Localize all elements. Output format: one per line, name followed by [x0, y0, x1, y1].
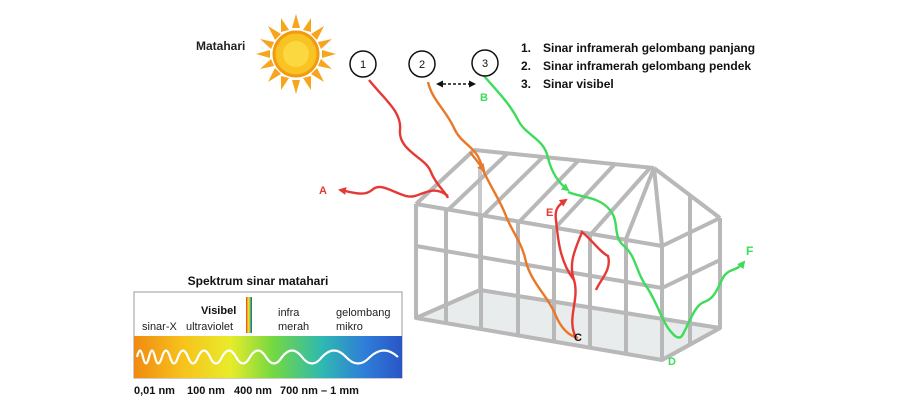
- svg-text:2: 2: [419, 59, 425, 71]
- scale-label-1: 0,01 nm: [134, 385, 175, 397]
- legend-item-1: Sinar inframerah gelombang panjang: [543, 41, 755, 55]
- marker-1: 1: [349, 50, 377, 78]
- legend-num-1: 1.: [521, 41, 531, 55]
- point-label-c: C: [574, 332, 582, 344]
- ray-long-infrared-reflected-a: [338, 185, 449, 198]
- visible-band-stripe: [246, 297, 252, 333]
- scale-label-2: 100 nm: [187, 385, 225, 397]
- spectrum-gradient-bar: [134, 336, 402, 378]
- band-ultraviolet: ultraviolet: [186, 321, 233, 333]
- point-label-b: B: [480, 92, 488, 104]
- marker-2: 2: [408, 50, 436, 78]
- spectrum-wave: [135, 349, 399, 365]
- legend-item-2: Sinar inframerah gelombang pendek: [543, 59, 751, 73]
- point-label-e: E: [546, 207, 553, 219]
- scale-label-4: 700 nm – 1 mm: [280, 385, 359, 397]
- ray-long-infrared-trapped: [554, 200, 610, 339]
- ray-legend: 1. Sinar inframerah gelombang panjang 2.…: [521, 41, 755, 91]
- spectrum-title: Spektrum sinar matahari: [188, 274, 329, 288]
- ray-short-infrared-arrowhead: [469, 151, 486, 172]
- legend-num-2: 2.: [521, 59, 531, 73]
- ray-long-infrared-incoming: [368, 79, 450, 199]
- band-infrared-line2: merah: [278, 321, 309, 333]
- band-microwave-line2: mikro: [336, 321, 363, 333]
- sun-label: Matahari: [196, 39, 245, 53]
- band-xray: sinar-X: [142, 321, 178, 333]
- point-label-d: D: [668, 356, 676, 368]
- scale-label-3: 400 nm: [234, 385, 272, 397]
- svg-text:3: 3: [482, 58, 488, 70]
- svg-text:1: 1: [360, 59, 366, 71]
- sun-icon: [256, 14, 336, 94]
- spectrum-scale: 0,01 nm 100 nm 400 nm 700 nm – 1 mm: [134, 385, 359, 397]
- marker-3: 3: [471, 49, 499, 77]
- band-infrared-line1: infra: [278, 307, 300, 319]
- ray-visible: [483, 75, 570, 192]
- ray-visible-exit: [680, 260, 746, 337]
- legend-num-3: 3.: [521, 77, 531, 91]
- greenhouse-frame: [414, 148, 722, 362]
- spectrum-panel: Visibel sinar-X ultraviolet infra merah …: [133, 291, 403, 379]
- legend-item-3: Sinar visibel: [543, 77, 614, 91]
- ray-short-infrared: [426, 81, 579, 340]
- band-microwave-line1: gelombang: [336, 307, 390, 319]
- visible-label: Visibel: [201, 305, 236, 317]
- ray-visible-inside: [567, 190, 683, 339]
- point-label-f: F: [746, 244, 753, 258]
- point-label-a: A: [319, 185, 327, 197]
